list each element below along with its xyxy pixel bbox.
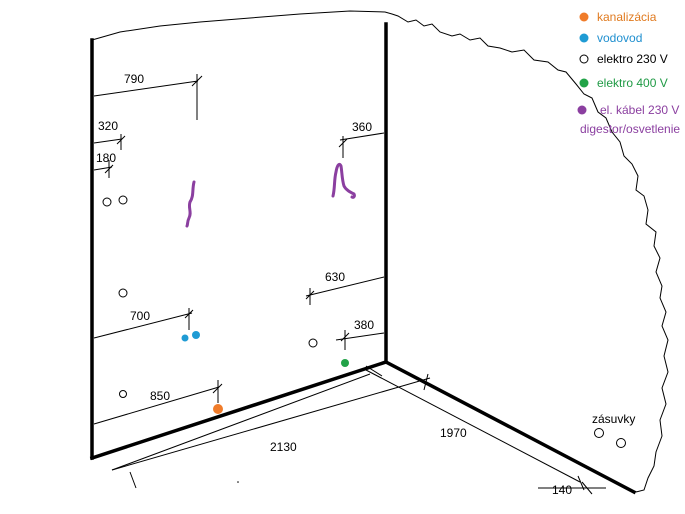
dimension-140: 140 (538, 481, 606, 497)
dimension-700: 700 (93, 308, 194, 339)
side-wall-outline (91, 10, 669, 493)
cable-squiggle-right (331, 162, 356, 199)
legend-marker-purple (577, 105, 587, 115)
small-mark (237, 481, 239, 483)
svg-text:380: 380 (354, 318, 374, 332)
legend-label-kanalizacia: kanalizácia (597, 10, 657, 24)
dimension-380: 380 (335, 318, 385, 350)
dimension-630: 630 (305, 270, 385, 305)
svg-text:850: 850 (150, 389, 170, 403)
outlet-230v (118, 288, 128, 298)
svg-text:790: 790 (124, 72, 144, 86)
legend-item-kabel: el. kábel 230 V (577, 103, 679, 117)
svg-text:320: 320 (98, 119, 118, 133)
sewage-point (213, 404, 223, 414)
legend-label-elektro-230: elektro 230 V (597, 52, 668, 66)
svg-text:360: 360 (352, 120, 372, 134)
svg-text:630: 630 (325, 270, 345, 284)
outlet-230v (118, 195, 128, 205)
svg-text:2130: 2130 (270, 440, 297, 454)
dimension-790: 790 (93, 72, 203, 120)
outlet-230v (616, 438, 626, 448)
label-zasuvky: zásuvky (592, 412, 635, 426)
svg-text:140: 140 (552, 483, 572, 497)
dimension-1970: 1970 (365, 365, 585, 491)
svg-text:1970: 1970 (440, 426, 467, 440)
legend-item-elektro-400: elektro 400 V (579, 76, 668, 90)
outlet-230v (102, 197, 112, 207)
floor-left-edge (89, 359, 389, 461)
legend-label-kabel: el. kábel 230 V (600, 103, 679, 117)
water-point (181, 334, 189, 342)
legend-label-elektro-400: elektro 400 V (597, 76, 668, 90)
outlet-230v (308, 338, 318, 348)
outlet-230v (119, 390, 127, 398)
legend-label-vodovod: vodovod (597, 31, 642, 45)
svg-text:700: 700 (130, 309, 150, 323)
power-400v-point (341, 359, 349, 367)
legend-item-kanalizacia: kanalizácia (579, 10, 657, 24)
legend-item-elektro-230: elektro 230 V (579, 52, 668, 66)
legend-marker-green (579, 78, 589, 88)
dimension-360: 360 (338, 120, 385, 158)
svg-text:180: 180 (96, 151, 116, 165)
legend-marker-hollow (579, 54, 589, 64)
legend-marker-orange (579, 12, 589, 22)
cable-squiggle-left (185, 180, 196, 228)
dimension-2130: 2130 (111, 373, 431, 489)
dimension-320: 320 (93, 119, 126, 150)
water-point (192, 331, 200, 339)
legend-item-vodovod: vodovod (579, 31, 642, 45)
floor-right-edge (383, 359, 637, 495)
legend-marker-blue (579, 33, 589, 43)
dimension-180: 180 (93, 151, 116, 178)
legend-note: digestor/osvetlenie (580, 122, 680, 136)
outlet-230v (594, 428, 604, 438)
legend: kanalizácia vodovod elektro 230 V elektr… (577, 10, 680, 136)
dimension-850: 850 (93, 380, 223, 425)
